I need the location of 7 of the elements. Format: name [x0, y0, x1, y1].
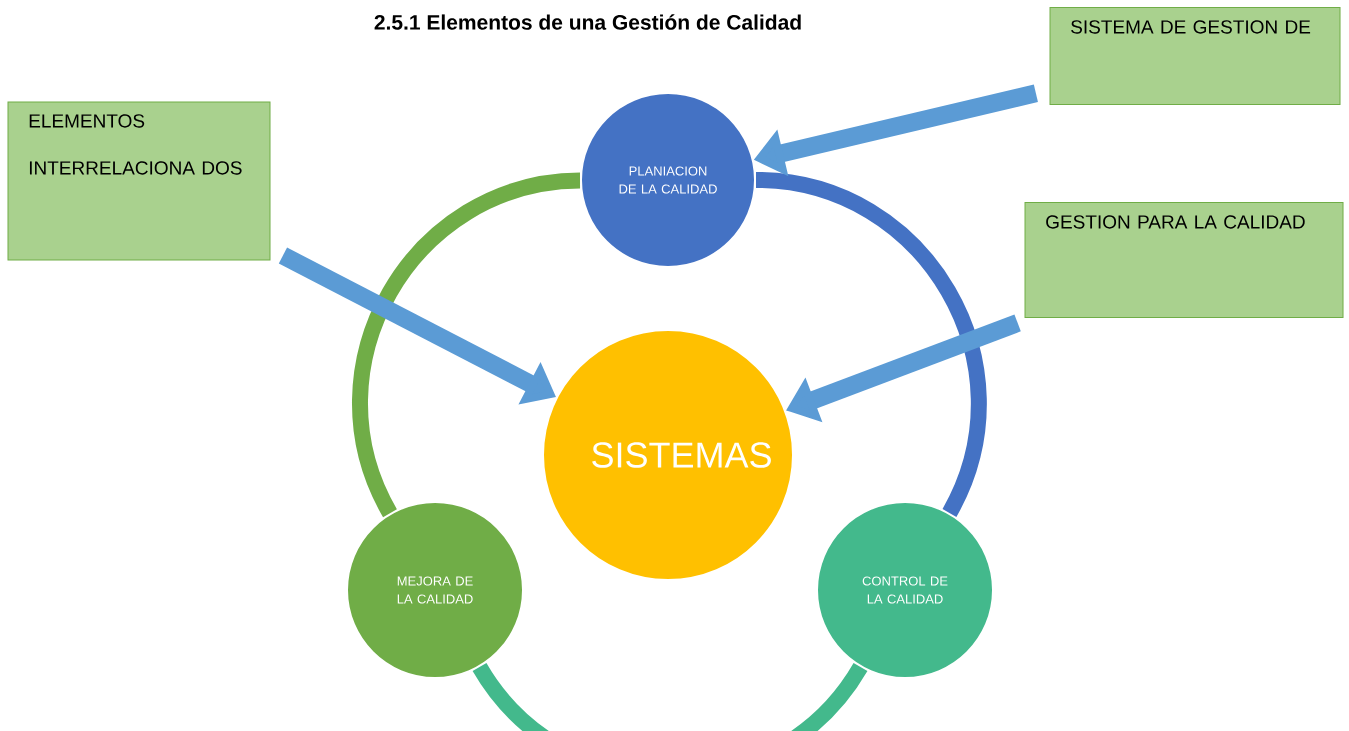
text-box: SISTEMA DE GESTION DE [1049, 7, 1341, 105]
ring-segment [352, 172, 581, 517]
ring-segment [755, 172, 987, 517]
text-box: ELEMENTOS INTERRELACIONA DOS [7, 101, 271, 261]
heading: 2.5.1 Elementos de una Gestión de Calidad [374, 14, 801, 30]
text-box: GESTION PARA LA CALIDAD [1024, 202, 1344, 318]
ring-segment [472, 662, 868, 731]
